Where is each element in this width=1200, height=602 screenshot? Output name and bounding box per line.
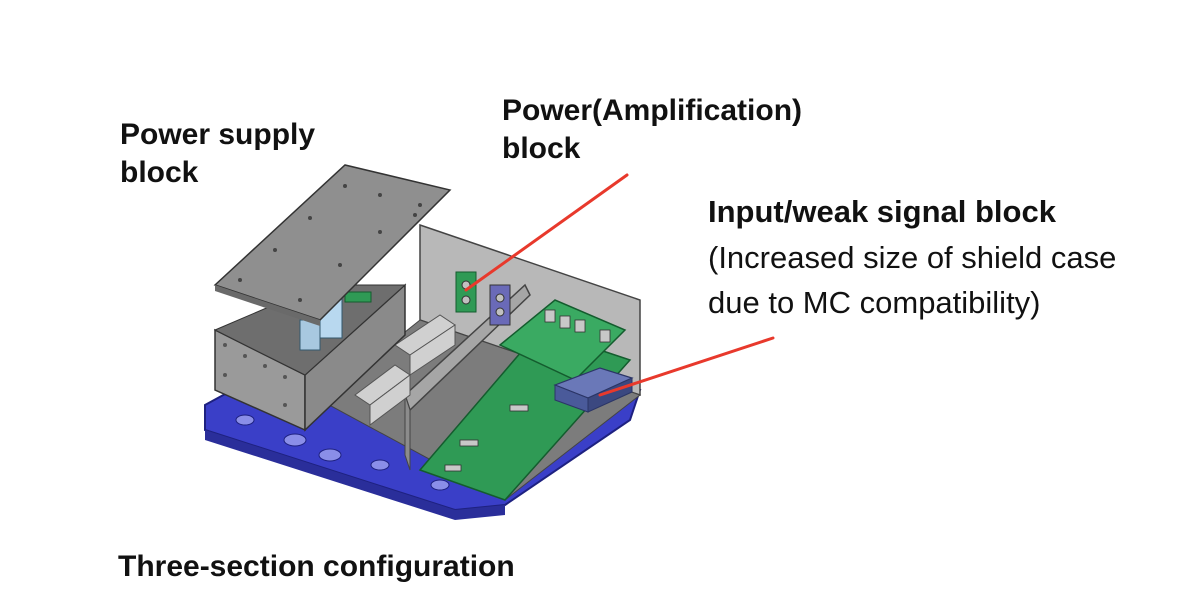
- power-amplification-block-label: Power(Amplification) block: [502, 92, 802, 167]
- leader-line-input-weak: [598, 336, 775, 397]
- power-amp-label-line-2: block: [502, 131, 581, 165]
- input-note-line-2: due to MC compatibility): [708, 284, 1041, 320]
- pcb-components: [444, 309, 611, 472]
- amplifier-heatsinks: [354, 314, 456, 426]
- leader-line-power-amp: [464, 173, 629, 292]
- figure-caption: Three-section configuration: [118, 550, 515, 583]
- top-cover-edge: [215, 285, 320, 326]
- shield-case-side: [587, 377, 633, 413]
- input-weak-signal-block-label: Input/weak signal block: [708, 194, 1056, 229]
- power-supply-label-line-2: block: [120, 155, 199, 189]
- amplifier-terminals: [455, 271, 511, 326]
- base-holes: [235, 414, 503, 497]
- power-supply-block-label: Power supply block: [120, 116, 315, 191]
- enclosure-screws: [223, 343, 287, 407]
- chassis-base-front-edge: [205, 430, 505, 520]
- input-weak-signal-note: (Increased size of shield case due to MC…: [708, 236, 1116, 326]
- power-supply-label-line-1: Power supply: [120, 118, 316, 151]
- center-divider-face: [404, 394, 411, 471]
- cover-screws: [238, 184, 422, 302]
- input-note-line-1: (Increased size of shield case: [708, 240, 1117, 275]
- power-amp-label-line-1: Power(Amplification): [502, 94, 803, 127]
- input-pcb-upper: [498, 299, 627, 381]
